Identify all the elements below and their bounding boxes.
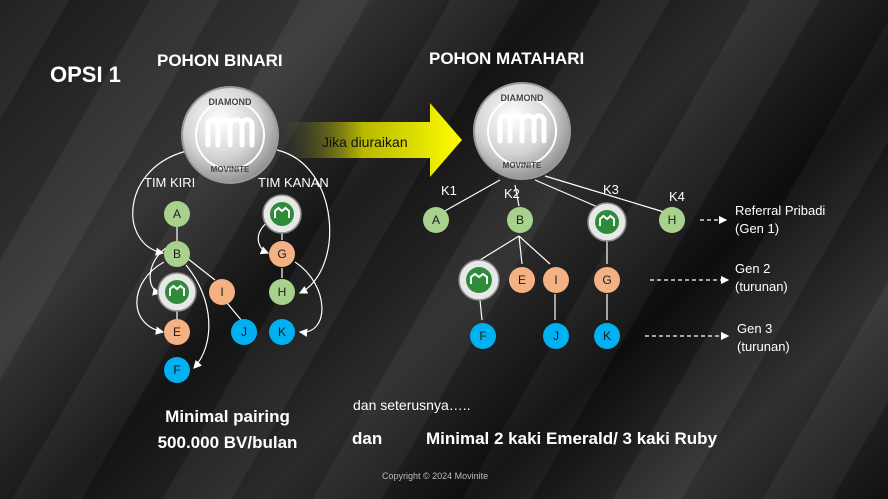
- svg-text:F: F: [479, 329, 486, 343]
- binary-node-k: K: [269, 319, 295, 345]
- binary-tree-title: POHON BINARI: [157, 51, 283, 70]
- diamond-logo-binary: DIAMOND MOVINITE: [181, 86, 279, 184]
- emerald-badge-sun-k3: [587, 202, 627, 242]
- svg-text:I: I: [220, 285, 223, 299]
- diamond-logo-sun: DIAMOND MOVINITE: [473, 82, 571, 180]
- logo-top-text: DIAMOND: [501, 93, 544, 103]
- svg-text:G: G: [277, 247, 286, 261]
- svg-text:A: A: [173, 207, 181, 221]
- sun-node-b: B: [507, 207, 533, 233]
- right-team-label: TIM KANAN: [258, 175, 329, 190]
- emerald-badge-sun-gen2: [458, 259, 500, 301]
- leg-label-k1: K1: [441, 183, 457, 198]
- copyright: Copyright © 2024 Movinite: [382, 471, 489, 481]
- option-title: OPSI 1: [50, 62, 121, 87]
- sun-node-g: G: [594, 267, 620, 293]
- sun-node-e: E: [509, 267, 535, 293]
- sun-node-f: F: [470, 323, 496, 349]
- binary-node-i: I: [209, 279, 235, 305]
- svg-text:F: F: [173, 363, 180, 377]
- binary-node-a: A: [164, 201, 190, 227]
- logo-bottom-text: MOVINITE: [211, 165, 250, 174]
- svg-text:E: E: [173, 325, 181, 339]
- binary-node-b: B: [164, 241, 190, 267]
- logo-top-text: DIAMOND: [209, 97, 252, 107]
- leg-requirement: Minimal 2 kaki Emerald/ 3 kaki Ruby: [426, 429, 718, 448]
- sun-tree-connectors: [442, 175, 730, 341]
- emerald-badge-binary-left: [157, 272, 197, 312]
- left-team-label: TIM KIRI: [144, 175, 196, 190]
- gen2-label: Gen 2 (turunan): [735, 261, 788, 294]
- and-text: dan: [352, 429, 383, 448]
- sun-node-h: H: [659, 207, 685, 233]
- leg-label-k3: K3: [603, 182, 619, 197]
- sun-node-a: A: [423, 207, 449, 233]
- svg-text:J: J: [241, 325, 247, 339]
- svg-text:B: B: [173, 247, 181, 261]
- svg-text:A: A: [432, 213, 440, 227]
- svg-text:I: I: [554, 273, 557, 287]
- sun-node-i: I: [543, 267, 569, 293]
- pairing-requirement: Minimal pairing 500.000 BV/bulan: [157, 407, 298, 452]
- binary-node-f: F: [164, 357, 190, 383]
- arrow-text: Jika diuraikan: [322, 134, 408, 150]
- svg-text:H: H: [668, 213, 677, 227]
- logo-bottom-text: MOVINITE: [503, 161, 542, 170]
- binary-tree-connectors: [132, 149, 331, 369]
- gen3-label: Gen 3 (turunan): [737, 321, 790, 354]
- svg-text:E: E: [518, 273, 526, 287]
- svg-text:H: H: [278, 285, 287, 299]
- svg-text:B: B: [516, 213, 524, 227]
- transform-arrow: Jika diuraikan: [282, 103, 462, 177]
- emerald-badge-binary-right: [262, 194, 302, 234]
- svg-text:J: J: [553, 329, 559, 343]
- svg-text:K: K: [278, 325, 286, 339]
- leg-label-k4: K4: [669, 189, 685, 204]
- binary-node-e: E: [164, 319, 190, 345]
- svg-text:K: K: [603, 329, 611, 343]
- sun-node-k: K: [594, 323, 620, 349]
- continue-text: dan seterusnya…..: [353, 397, 471, 413]
- sun-node-j: J: [543, 323, 569, 349]
- svg-text:G: G: [602, 273, 611, 287]
- binary-node-j: J: [231, 319, 257, 345]
- binary-node-g: G: [269, 241, 295, 267]
- gen1-label: Referral Pribadi (Gen 1): [735, 203, 826, 236]
- binary-node-h: H: [269, 279, 295, 305]
- sun-tree-title: POHON MATAHARI: [429, 49, 585, 68]
- leg-label-k2: K2: [504, 186, 520, 201]
